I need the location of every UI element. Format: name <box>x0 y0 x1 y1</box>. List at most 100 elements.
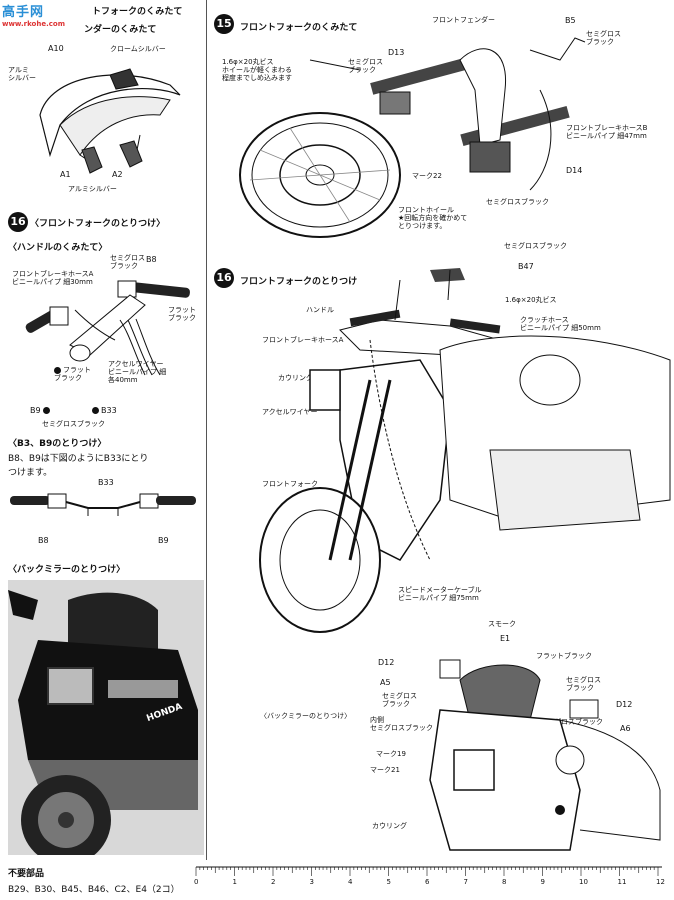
label-a6: A6 <box>620 724 631 733</box>
label-b8-2: B8 <box>38 536 49 545</box>
label-screw-16: 1.6φ×20丸ビス <box>505 296 557 304</box>
label-a2: A2 <box>112 170 123 179</box>
step16-motorcycle-drawing <box>259 268 671 633</box>
site-logo-url: www.rkohe.com <box>2 20 65 28</box>
paint-dot-icon <box>43 407 51 414</box>
step-16-left-badge: 16 <box>8 212 28 232</box>
label-speedo-cable: スピードメーターケーブル ビニールパイプ 細75mm <box>398 586 482 602</box>
label-accel-wire: アクセルワイヤー ビニールパイプ 細 各40mm <box>108 360 167 384</box>
unused-parts-list: B29、B30、B45、B46、C2、E4（2コ） <box>8 885 180 895</box>
step-16-right-title: フロントフォークのとりつけ <box>240 277 358 287</box>
label-front-fender: フロントフェンダー <box>432 16 495 24</box>
mirror-title-right: 〈バックミラーのとりつけ〉 <box>260 712 352 720</box>
label-a5: A5 <box>380 678 391 687</box>
ruler-number: 2 <box>271 878 276 886</box>
label-b33-2: B33 <box>98 478 114 487</box>
motorcycle-photo: HONDA <box>8 580 204 855</box>
label-semigloss-black-mirror-3: セミグロスブラック <box>540 718 603 726</box>
label-cowling-mirror: カウリング <box>372 822 407 830</box>
ruler-number: 9 <box>540 878 545 886</box>
ruler-number: 4 <box>348 878 353 886</box>
label-d12-left: D12 <box>378 658 395 667</box>
handlebar-assembly-drawing <box>25 280 190 376</box>
ruler-number: 8 <box>502 878 507 886</box>
label-a10: A10 <box>48 44 64 53</box>
label-flat-black-mirror: フラットブラック <box>536 652 592 660</box>
fender-drawing <box>39 68 181 174</box>
site-logo[interactable]: 高手网 www.rkohe.com <box>2 1 90 28</box>
step15-fork-wheel-drawing <box>239 37 586 238</box>
label-mark21: マーク21 <box>370 766 400 774</box>
site-logo-text: 高手网 <box>2 5 45 20</box>
label-flat-black: フラット ブラック <box>168 306 196 322</box>
ruler-number: 1 <box>232 878 237 886</box>
label-semigloss-black-15c: セミグロスブラック <box>486 198 549 206</box>
mirror-title-left: 〈バックミラーのとりつけ〉 <box>8 565 126 575</box>
mirror-cowling-drawing <box>429 659 661 851</box>
b3b9-text: B8、B9は下図のようにB33にとり つけます。 <box>8 454 149 478</box>
label-cowling-16: カウリング <box>278 374 313 382</box>
step-16-right-badge: 16 <box>214 268 234 288</box>
paint-dot-icon <box>92 407 99 414</box>
ruler-number: 10 <box>579 878 588 886</box>
paint-dot-icon <box>54 366 61 374</box>
label-b8: B8 <box>146 255 157 264</box>
label-alumi-silver-2: アルミシルバー <box>68 185 117 193</box>
label-brake-hose-b: フロントブレーキホースB ビニールパイプ 細47mm <box>566 124 648 140</box>
label-d14: D14 <box>566 166 583 175</box>
label-alumi-silver: アルミ シルバー <box>8 66 36 82</box>
label-e1: E1 <box>500 634 511 643</box>
ruler-number: 5 <box>386 878 391 886</box>
label-semigloss-black: セミグロス ブラック <box>110 254 145 270</box>
step-16-left-title: 〈フロントフォークのとりつけ〉 <box>30 219 166 229</box>
b3b9-title: 〈B3、B9のとりつけ〉 <box>8 439 107 449</box>
label-a1: A1 <box>60 170 71 179</box>
label-brake-hose-a-16: フロントブレーキホースA <box>262 336 344 344</box>
label-chrome-silver: クロームシルバー <box>110 45 166 53</box>
unused-parts-title: 不要部品 <box>8 869 45 879</box>
label-b47: B47 <box>518 262 534 271</box>
ruler-ticks <box>195 866 662 876</box>
motorcycle-photo-drawing <box>8 580 204 855</box>
fender-title: ンダーのくみたて <box>84 25 157 35</box>
label-semigloss-black-16: セミグロスブラック <box>504 242 567 250</box>
label-flat-black-2: フラット ブラック <box>54 366 91 382</box>
step-15-badge: 15 <box>214 14 234 34</box>
label-front-wheel: フロントホイール ★回転方向を確かめて とりつけます。 <box>398 206 468 230</box>
column-divider <box>206 0 207 860</box>
label-brake-hose-a: フロントブレーキホースA ビニールパイプ 細30mm <box>12 270 94 286</box>
handlebar-b33-drawing <box>10 493 196 516</box>
label-b9: B9 <box>30 406 52 415</box>
ruler-number: 0 <box>194 878 199 886</box>
ruler-number: 11 <box>617 878 627 886</box>
label-handle: ハンドル <box>306 306 334 314</box>
label-clutch-hose: クラッチホース ビニールパイプ 細50mm <box>520 316 601 332</box>
label-mark19: マーク19 <box>376 750 406 758</box>
label-b9-text: B9 <box>30 406 41 415</box>
label-semigloss-black-15: セミグロス ブラック <box>586 30 621 46</box>
label-b5: B5 <box>565 16 576 25</box>
label-screw-note: 1.6φ×20丸ビス ホイールが軽くまわる 程度までしめ込みます <box>222 58 292 82</box>
label-semigloss-black-15b: セミグロス ブラック <box>348 58 383 74</box>
label-mark22: マーク22 <box>412 172 442 180</box>
label-semigloss-black-2: セミグロスブラック <box>42 420 105 428</box>
label-semigloss-black-mirror: セミグロス ブラック <box>566 676 601 692</box>
label-semigloss-black-mirror-2: セミグロス ブラック <box>382 692 417 708</box>
label-accel-wire-16: アクセルワイヤー <box>262 408 318 416</box>
label-flat-black-2-text: フラット ブラック <box>54 366 91 382</box>
label-d12-right: D12 <box>616 700 633 709</box>
ruler-number: 12 <box>656 878 665 886</box>
fork-title-fragment: トフォークのくみたて <box>92 7 183 17</box>
label-b33-text: B33 <box>101 406 117 415</box>
label-b9-2: B9 <box>158 536 169 545</box>
step-15-title: フロントフォークのくみたて <box>240 23 358 33</box>
label-front-fork-16: フロントフォーク <box>262 480 318 488</box>
label-b33: B33 <box>92 406 117 415</box>
ruler-number: 7 <box>463 878 468 886</box>
ruler-number: 3 <box>309 878 314 886</box>
handle-title: 〈ハンドルのくみたて〉 <box>8 243 108 253</box>
label-smoke: スモーク <box>488 620 516 628</box>
label-inner-semigloss: 内側 セミグロスブラック <box>370 716 433 732</box>
